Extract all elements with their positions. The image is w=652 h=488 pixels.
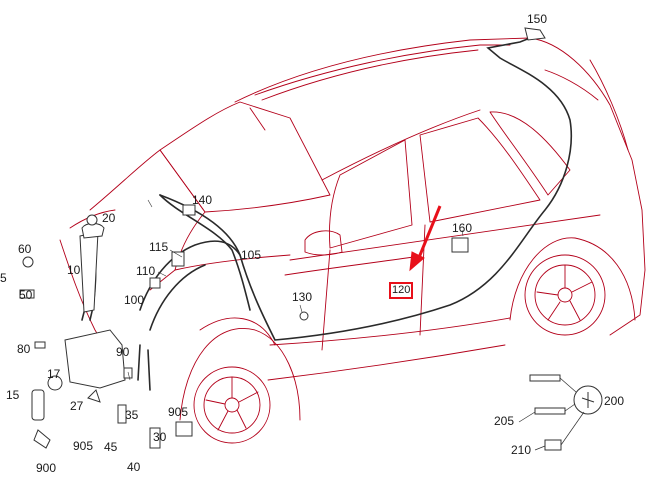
- valve-205-b: [534, 407, 566, 415]
- grommet-60: [22, 256, 34, 268]
- connector-160: [451, 237, 469, 253]
- connector-905: [175, 421, 193, 437]
- grommet-130: [299, 311, 309, 321]
- part-label-27[interactable]: 27: [70, 399, 84, 413]
- windshield: [159, 101, 331, 213]
- part-label-140[interactable]: 140: [192, 193, 213, 207]
- grommet-17: [47, 375, 63, 391]
- rear-wheel-arch: [509, 237, 636, 321]
- seal-20: [86, 214, 98, 226]
- sill: [269, 317, 511, 346]
- clip-110: [149, 277, 161, 289]
- part-label-205[interactable]: 205: [494, 414, 515, 428]
- part-label-30[interactable]: 30: [153, 430, 167, 444]
- part-label-35[interactable]: 35: [125, 408, 139, 422]
- part-label-130[interactable]: 130: [292, 290, 313, 304]
- part-label-50[interactable]: 50: [19, 288, 33, 302]
- roof-rail-2: [261, 49, 479, 101]
- rear-side-window: [419, 117, 541, 223]
- part-label-905-left[interactable]: 905: [73, 439, 94, 453]
- sensor-50: [19, 289, 35, 299]
- connector-140: [182, 204, 196, 216]
- part-label-900[interactable]: 900: [36, 461, 57, 475]
- filler-cap: [81, 223, 105, 239]
- part-label-210[interactable]: 210: [511, 443, 532, 457]
- reservoir-neck: [79, 231, 99, 313]
- part-label-905-right[interactable]: 905: [168, 405, 189, 419]
- front-side-window: [329, 139, 413, 249]
- part-label-90[interactable]: 90: [116, 345, 130, 359]
- roof-outline: [234, 37, 646, 336]
- part-label-150[interactable]: 150: [527, 12, 548, 26]
- pump-35: [117, 404, 127, 424]
- nozzle-27: [87, 389, 101, 403]
- valve-210: [544, 439, 562, 451]
- front-wheel: [193, 366, 271, 444]
- part-label-15[interactable]: 15: [6, 388, 20, 402]
- part-label-115[interactable]: 115: [149, 240, 169, 254]
- valve-205-a: [529, 374, 561, 382]
- part-label-20[interactable]: 20: [102, 211, 116, 225]
- front-wheel-arch: [179, 328, 301, 421]
- part-label-160[interactable]: 160: [452, 221, 473, 235]
- part-label-200[interactable]: 200: [604, 394, 625, 408]
- rear-wheel: [524, 254, 606, 336]
- clip-115: [171, 251, 185, 267]
- part-label-100[interactable]: 100: [124, 293, 145, 307]
- rear-washer-hose: [159, 37, 573, 341]
- part-label-45[interactable]: 45: [104, 440, 118, 454]
- part-label-10[interactable]: 10: [67, 263, 81, 277]
- part-label-60[interactable]: 60: [18, 242, 32, 256]
- highlight-arrow: [409, 205, 442, 272]
- part-label-105[interactable]: 105: [241, 248, 262, 262]
- part-label-17[interactable]: 17: [47, 367, 61, 381]
- roof-rail: [254, 44, 511, 96]
- washer-reservoir: [64, 329, 126, 389]
- part-label-110[interactable]: 110: [136, 264, 156, 278]
- screw-80: [34, 341, 46, 349]
- plug-900: [33, 429, 51, 449]
- part-label-40[interactable]: 40: [127, 460, 141, 474]
- side-mirror: [304, 230, 343, 256]
- front-door: [321, 249, 331, 351]
- part-label-120-highlighted[interactable]: 120: [389, 282, 414, 299]
- pump-30: [149, 427, 161, 449]
- part-label-5[interactable]: 5: [0, 271, 7, 285]
- rear-quarter-window: [489, 111, 571, 196]
- pump-15: [31, 389, 45, 421]
- rear-nozzle-150: [524, 27, 546, 41]
- part-label-80[interactable]: 80: [17, 342, 31, 356]
